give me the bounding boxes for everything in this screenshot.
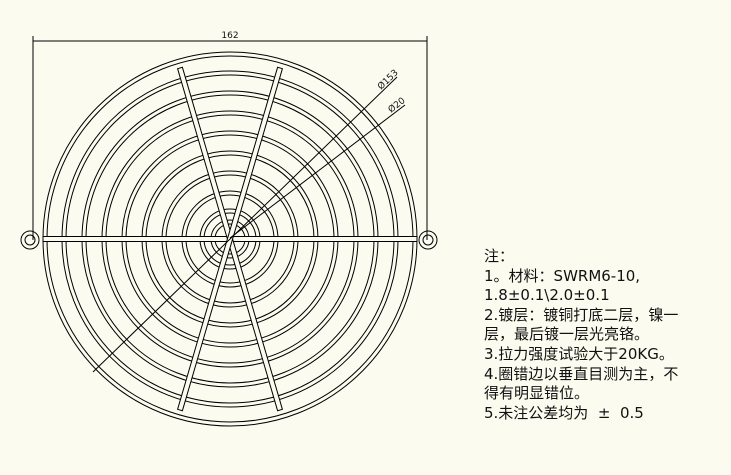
notes-title: 注：: [484, 247, 515, 265]
note-line: 1.8±0.1\2.0±0.1: [484, 286, 610, 305]
left-mounting-loop: [20, 230, 40, 250]
note-line: 层，最后镀一层光亮铬。: [484, 325, 650, 344]
note-line: 4.圈错边以垂直目测为主，不: [484, 364, 679, 383]
right-mounting-loop: [418, 230, 438, 250]
outer-diameter-label: Ø153: [375, 67, 400, 92]
note-line: 1。材料：SWRM6-10,: [484, 266, 641, 285]
dimension-162: [32, 36, 428, 240]
note-line: 5.未注公差均为 ± 0.5: [484, 403, 644, 422]
notes-block: 注： 1。材料：SWRM6-10, 1.8±0.1\2.0±0.1 2.镀层：镀…: [484, 247, 678, 423]
note-line: 得有明显错位。: [484, 384, 590, 403]
right-mounting-loop-inner: [422, 234, 434, 246]
note-line: 3.拉力强度试验大于20KG。: [484, 344, 674, 363]
diameter-leaders: [92, 76, 406, 373]
inner-diameter-label: Ø20: [386, 95, 408, 115]
width-dimension-label: 162: [221, 31, 238, 41]
mounting-loops: [20, 230, 438, 250]
left-mounting-loop-inner: [24, 234, 36, 246]
note-line: 2.镀层：镀铜打底二层，镍一: [484, 305, 679, 324]
